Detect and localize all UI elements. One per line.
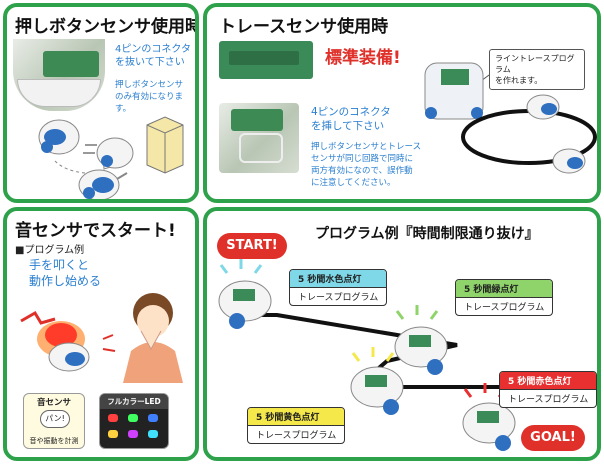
panel-push-button: 押しボタンセンサ使用時 4ピンのコネクタ を抜いて下さい 押しボタンセンサ のみ… — [3, 3, 199, 203]
step-tag: 5 秒間緑点灯 トレースプログラム — [455, 279, 554, 316]
panel-title: プログラム例『時間制限通り抜け』 — [315, 226, 539, 242]
standard-label: 標準装備! — [325, 48, 401, 68]
robot-icon — [394, 305, 448, 375]
panel-sound-sensor: 音センサでスタート! ■プログラム例 手を叩くと 動作し始める 音センサ パン!… — [3, 207, 199, 461]
robot-illustration — [38, 116, 184, 199]
panel-trace-sensor: トレースセンサ使用時 標準装備! 4ピンのコネクタ を挿して下さい 押しボタンセ… — [203, 3, 601, 203]
robot-icon — [462, 383, 516, 451]
robot-icon — [37, 321, 90, 372]
robot-icon — [350, 347, 404, 415]
panel-title: 押しボタンセンサ使用時 — [15, 17, 199, 37]
goal-bubble: GOAL! — [521, 425, 585, 451]
led-icon — [128, 430, 138, 438]
program-example-heading: ■プログラム例 — [15, 245, 85, 256]
course-line — [218, 259, 516, 451]
robot-icon — [218, 259, 272, 329]
robot-icon — [38, 119, 80, 155]
robot-icon — [83, 137, 134, 170]
clap-illustration — [20, 293, 183, 383]
trace-course-illustration — [424, 62, 597, 174]
step-tag: 5 秒間水色点灯 トレースプログラム — [289, 269, 388, 306]
led-icon — [148, 414, 158, 422]
led-icon — [148, 430, 158, 438]
step-tag: 5 秒間黄色点灯 トレースプログラム — [247, 407, 346, 444]
step-tag: 5 秒間赤色点灯 トレースプログラム — [499, 371, 597, 408]
panel-program-example: プログラム例『時間制限通り抜け』 START! GOAL! — [203, 207, 601, 461]
led-icon — [108, 430, 118, 438]
led-icon — [108, 414, 118, 422]
push-only-note: 押しボタンセンサ のみ有効になります。 — [115, 80, 184, 114]
led-grid — [106, 412, 164, 444]
sound-sensor-card: 音センサ パン! 音や振動を計測 — [23, 393, 85, 449]
full-color-led-card: フルカラーLED — [99, 393, 169, 449]
sound-caption: 手を叩くと 動作し始める — [29, 258, 102, 288]
connector-photo — [219, 103, 299, 173]
robot-icon — [526, 94, 560, 120]
start-bubble: START! — [217, 233, 287, 259]
robot-icon — [552, 148, 586, 174]
led-icon — [128, 414, 138, 422]
caution-note: 押しボタンセンサとトレース センサが同じ回路で同時に 両方有効になので、誤作動 … — [311, 142, 422, 188]
panel-title: 音センサでスタート! — [15, 221, 176, 241]
panel-title: トレースセンサ使用時 — [219, 17, 389, 37]
connector-note: 4ピンのコネクタ を抜いて下さい — [115, 44, 191, 68]
trace-callout: ライントレースプログラム を作れます。 — [489, 49, 585, 90]
connector-photo — [13, 39, 105, 111]
robot-icon — [78, 169, 120, 199]
trace-sensor-photo — [219, 41, 313, 79]
connector-note: 4ピンのコネクタ を挿して下さい — [311, 106, 391, 132]
